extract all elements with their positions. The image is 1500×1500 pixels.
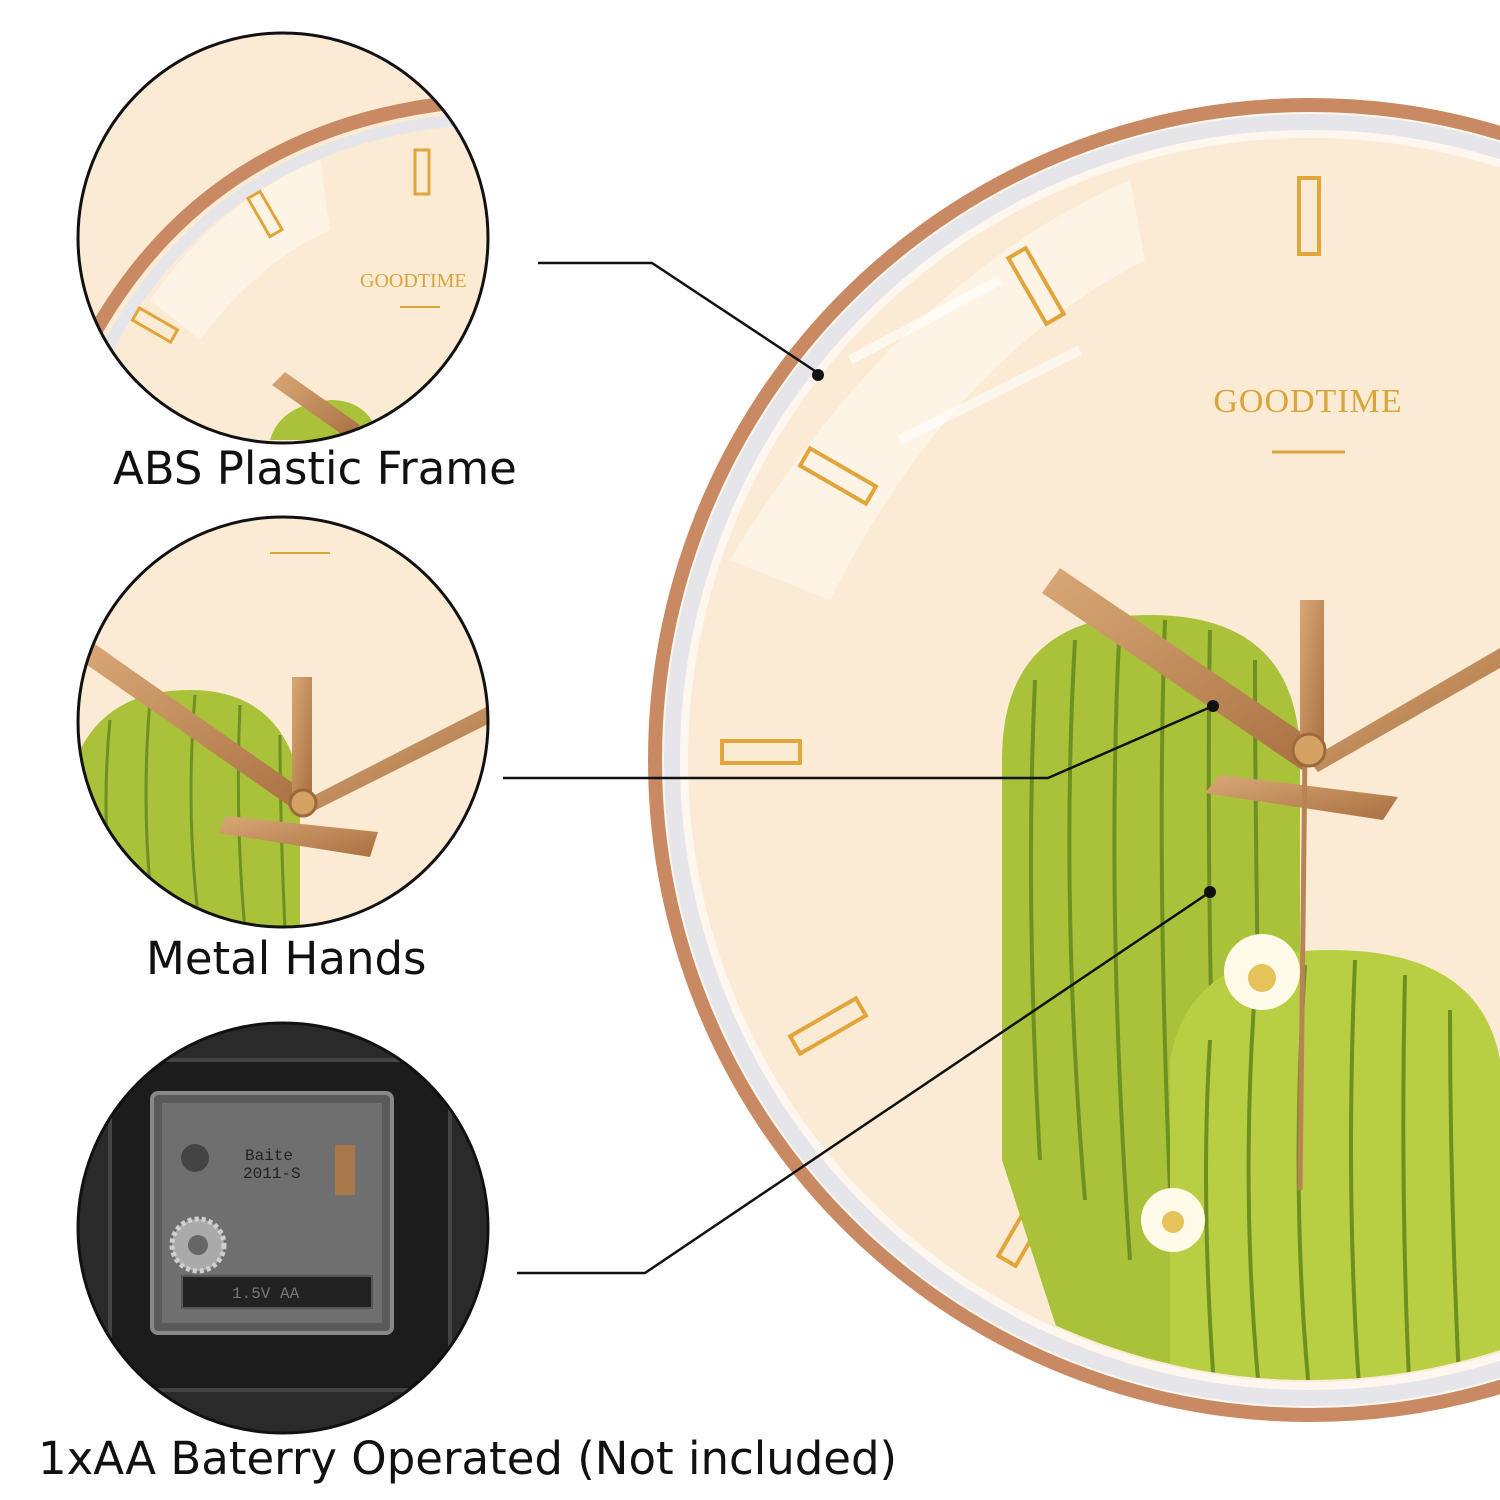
hour-marker-11 [1005,245,1067,327]
callout-lines [503,261,1214,1275]
callout-dot [1207,700,1219,712]
cactus-small [1170,950,1500,1380]
hour-marker-8 [787,995,869,1057]
callout-dot [812,369,824,381]
callout-battery [517,890,1211,1275]
glass-reflection [730,180,1145,600]
flower [1224,934,1300,1010]
detail-movement-zoom: Baite 2011-S 1.5V AA [76,1021,490,1435]
second-hand-tail [1297,749,1308,1191]
wall-clock: GOODTIME [648,98,1500,1422]
second-hand [1300,600,1324,750]
hand-extension [1308,648,1500,772]
detail-hands-zoom [76,515,490,929]
callout-hands [503,704,1214,780]
minute-hand [1042,568,1320,770]
callout-dot [1204,886,1216,898]
caption-hands: Metal Hands [146,932,427,985]
hour-marker-10 [797,445,879,507]
glass-reflection [847,275,1083,445]
caption-battery: 1xAA Baterry Operated (Not included) [38,1432,898,1485]
detail-frame-zoom: GOODTIME [76,31,490,445]
movement-model: 2011-S [243,1165,301,1183]
flower [1141,1188,1205,1252]
brand-logo: GOODTIME [1213,383,1402,420]
hour-hand [1205,775,1398,820]
clock-inner-rim [664,114,1500,1406]
movement-maker: Baite [245,1147,293,1165]
battery-compartment [181,1275,373,1309]
caption-frame: ABS Plastic Frame [113,442,517,495]
battery-label: 1.5V AA [232,1285,300,1303]
brand-logo-zoom: GOODTIME [360,270,467,292]
callout-frame [538,261,819,375]
hour-marker-12 [1297,176,1321,256]
clock-hands [1042,568,1500,1191]
center-cap [1291,732,1327,768]
hour-marker-9 [720,739,802,765]
